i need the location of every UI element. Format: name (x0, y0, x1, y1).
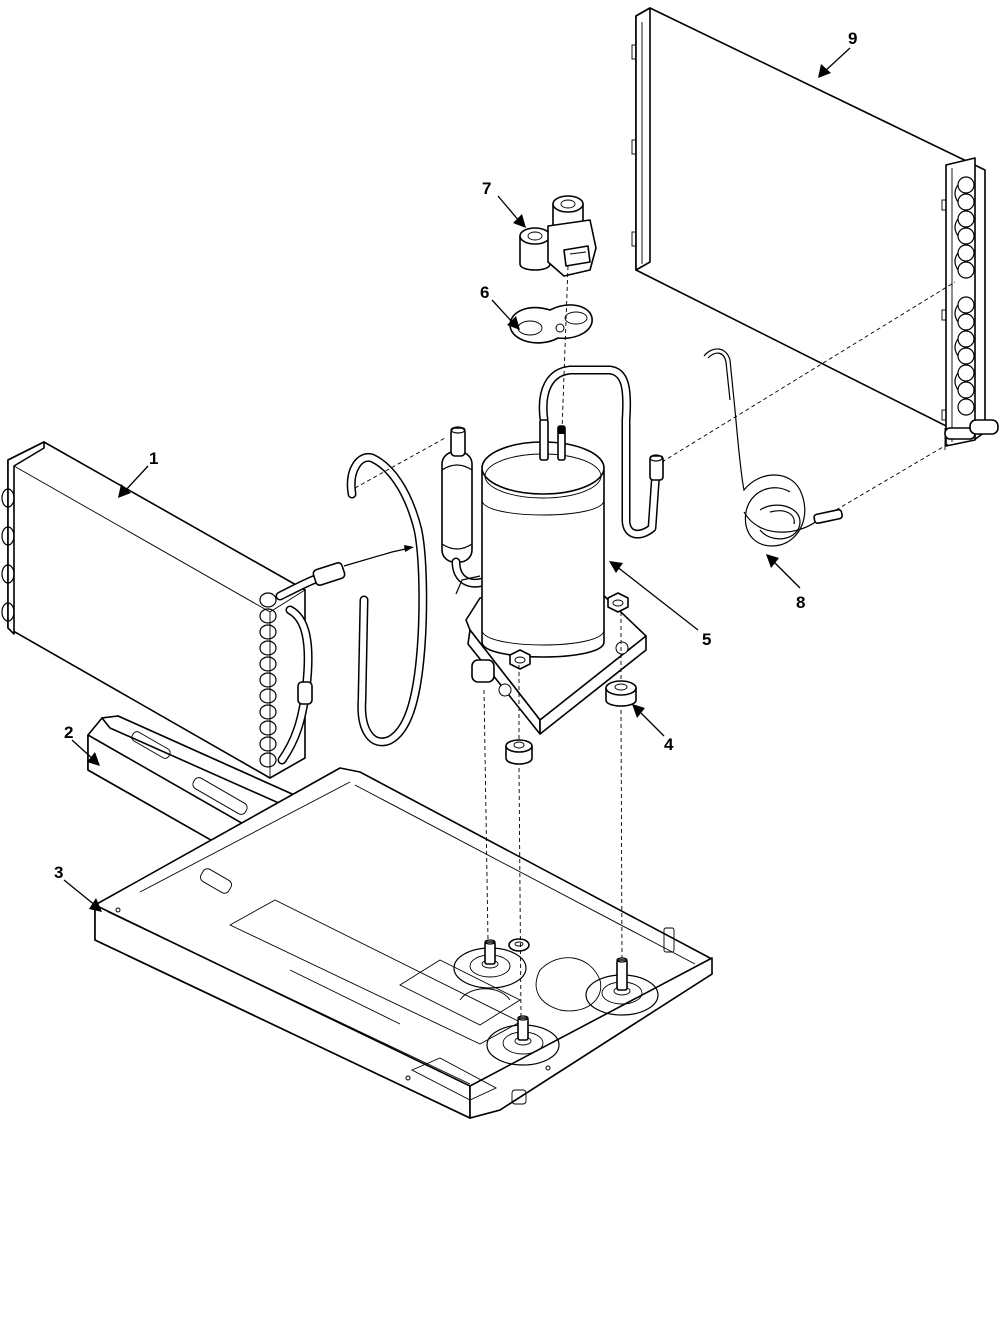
callout-label-3: 3 (54, 863, 63, 882)
callout-1: 1 (118, 449, 158, 498)
callout-label-1: 1 (149, 449, 158, 468)
compressor-mount-grommet-under (471, 659, 495, 683)
condenser-coil (631, 7, 999, 450)
reversing-valve-gasket (509, 304, 593, 344)
callout-4: 4 (632, 704, 674, 754)
callout-label-7: 7 (482, 179, 491, 198)
base-pan (94, 767, 713, 1119)
compressor-grommet-right (605, 680, 637, 707)
callout-label-8: 8 (796, 593, 805, 612)
compressor (455, 419, 647, 735)
callout-3: 3 (54, 863, 102, 912)
compressor-bolt-left (509, 649, 531, 670)
base-pan-compressor-mount-left (453, 939, 527, 989)
callout-label-5: 5 (702, 630, 711, 649)
evaporator-coil (1, 441, 414, 779)
capillary-tube (703, 348, 843, 547)
evaporator-hairpin-bends (259, 592, 277, 768)
compressor-grommet-middle (505, 739, 533, 765)
callout-8: 8 (766, 554, 805, 612)
callout-label-6: 6 (480, 283, 489, 302)
reversing-valve-solenoid (519, 195, 597, 277)
callout-5: 5 (609, 561, 711, 649)
callout-7: 7 (482, 179, 526, 228)
condenser-hairpin-bends (954, 176, 975, 416)
callout-label-4: 4 (664, 735, 674, 754)
suction-tube-assembly (346, 365, 664, 747)
callout-2: 2 (64, 723, 100, 766)
base-pan-compressor-mount-right (585, 957, 659, 1016)
compressor-bolt-right (607, 592, 629, 613)
callout-label-9: 9 (848, 29, 857, 48)
callout-6: 6 (480, 283, 520, 330)
assembly-lines (354, 265, 956, 1017)
callout-9: 9 (818, 29, 857, 78)
base-pan-grommet-loose (508, 938, 530, 952)
base-pan-compressor-mount-front (486, 1015, 560, 1066)
callout-label-2: 2 (64, 723, 73, 742)
